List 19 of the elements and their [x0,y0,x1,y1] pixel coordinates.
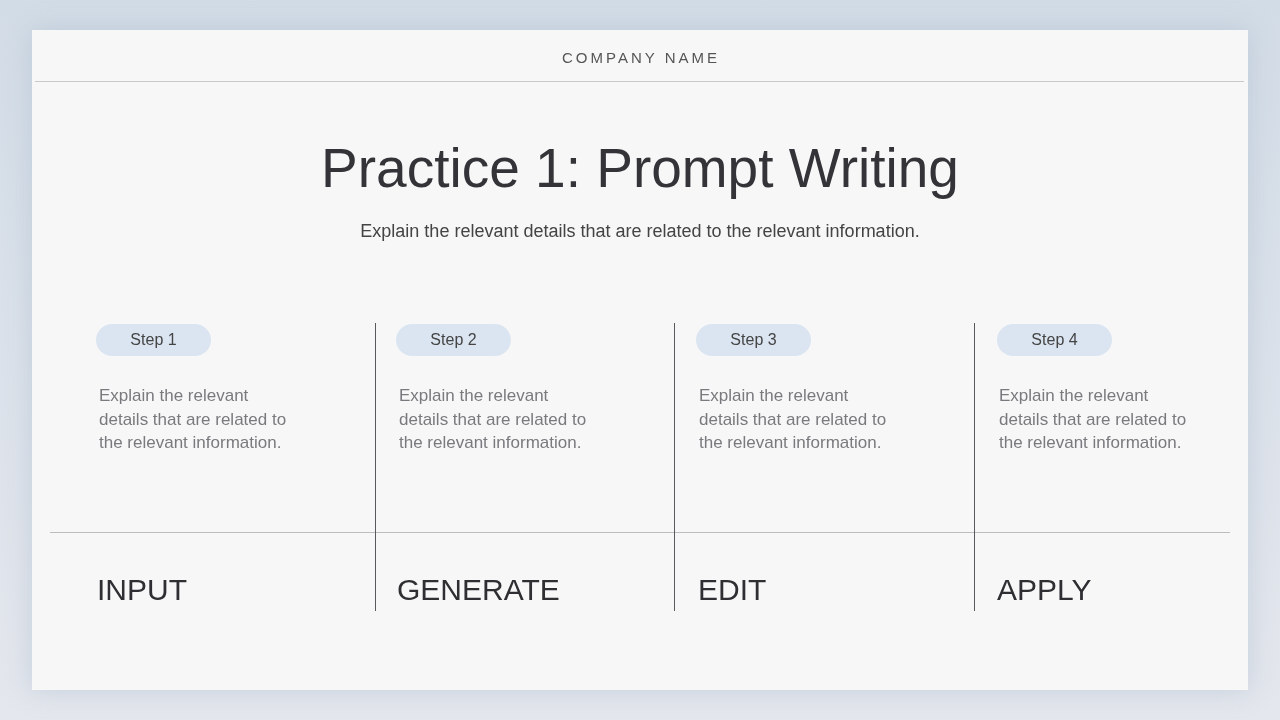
step-pill [696,324,811,356]
step-name: EDIT [698,572,767,608]
step-description: Explain the relevant details that are related to the relevant information. [399,385,588,454]
step-pill [997,324,1112,356]
subtitle: Explain the relevant details that are related to the relevant information. [360,220,920,242]
step-name: INPUT [97,572,187,608]
step-description: Explain the relevant details that are related to the relevant information. [699,385,888,454]
company-name: COMPANY NAME [562,48,720,68]
step-label: Step 4 [1031,330,1078,350]
step-pill [396,324,511,356]
step-label: Step 2 [430,330,477,350]
step-label: Step 1 [130,330,177,350]
step-label: Step 3 [730,330,777,350]
step-description: Explain the relevant details that are related to the relevant information. [99,385,288,454]
step-name: APPLY [997,572,1092,608]
slide-title: Practice 1: Prompt Writing [321,137,959,199]
step-pill [96,324,211,356]
step-name: GENERATE [397,572,560,608]
step-description: Explain the relevant details that are related to the relevant information. [999,385,1188,454]
